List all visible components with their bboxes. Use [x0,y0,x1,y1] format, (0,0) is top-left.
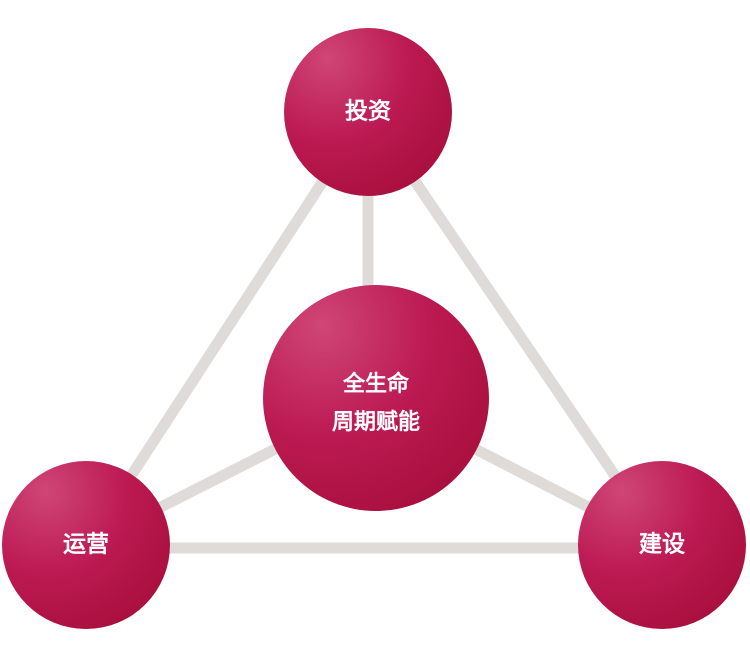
node-operation-circle [2,461,170,629]
node-lifecycle-empowerment: 全生命 周期赋能 [263,285,489,511]
node-investment: 投资 [284,28,452,196]
node-center-circle [263,285,489,511]
node-investment-circle [284,28,452,196]
edge-top-right [362,106,668,551]
node-construction: 建设 [578,461,746,629]
node-construction-label: 建设 [639,532,685,558]
node-center-label-line2: 周期赋能 [332,409,420,435]
node-construction-circle [578,461,746,629]
node-investment-label: 投资 [345,99,391,125]
node-center-label-line1: 全生命 [342,371,410,397]
edge-top-left [80,106,374,551]
node-operation-label: 运营 [63,532,109,558]
node-operation: 运营 [2,461,170,629]
